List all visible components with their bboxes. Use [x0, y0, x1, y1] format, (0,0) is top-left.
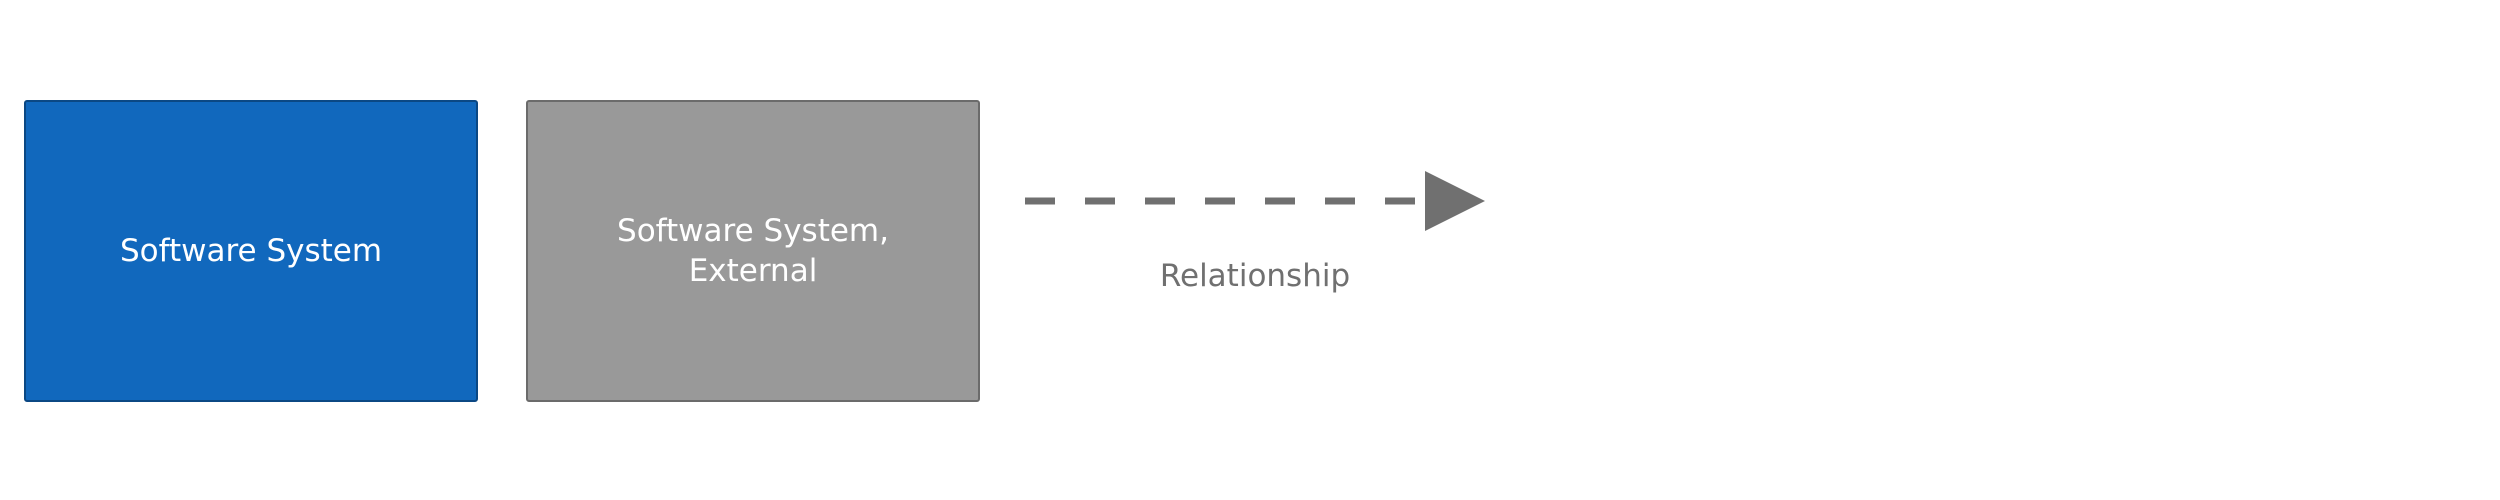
relationship-arrow — [1025, 171, 1485, 231]
relationship-connector[interactable] — [1025, 168, 1485, 238]
software-system-element[interactable]: Software System — [24, 100, 478, 402]
external-software-system-label: Software System, External — [617, 213, 889, 289]
relationship-label: Relationship — [1159, 258, 1351, 294]
software-system-label: Software System — [119, 233, 383, 269]
external-software-system-element[interactable]: Software System, External — [526, 100, 980, 402]
arrowhead-icon — [1425, 171, 1485, 231]
